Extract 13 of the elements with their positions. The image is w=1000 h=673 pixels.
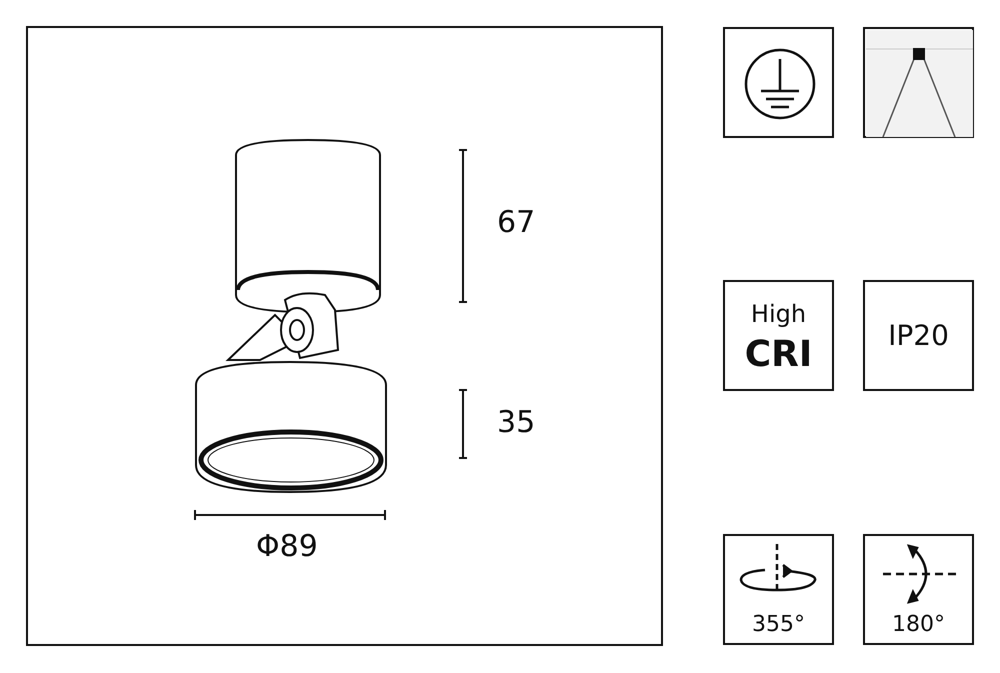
icon-tile: [723, 534, 834, 645]
icon-tile: [723, 280, 834, 391]
spec-label: IP20: [888, 322, 949, 350]
dimension-label: 35: [497, 408, 536, 438]
dimension-label: Φ89: [256, 532, 318, 562]
dimension-label: 67: [497, 208, 536, 238]
spec-label: 180°: [892, 614, 945, 636]
icon-tile: [863, 280, 974, 391]
spec-label: 355°: [752, 614, 805, 636]
spec-label: CRI: [744, 337, 812, 373]
spec-label: High: [750, 302, 806, 326]
icon-tile: [863, 534, 974, 645]
icon-tile: [723, 27, 834, 138]
